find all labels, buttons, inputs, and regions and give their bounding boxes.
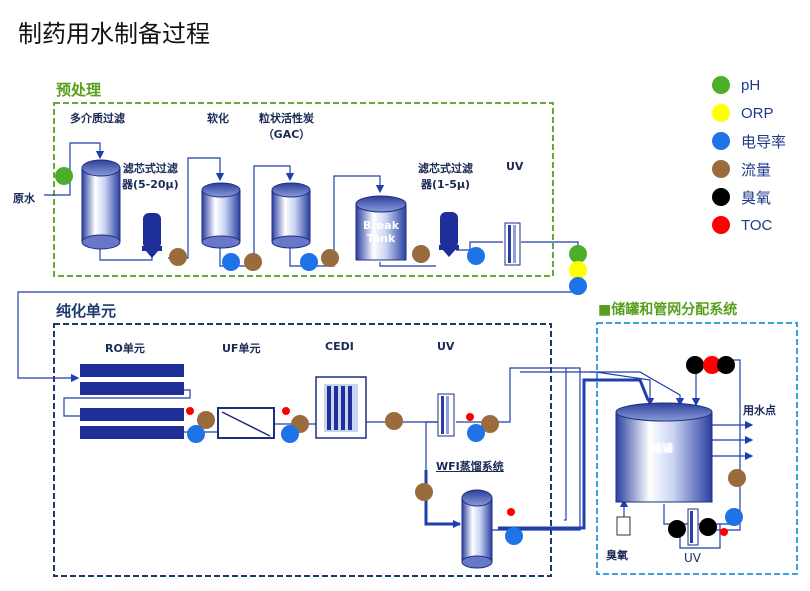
- toc-sensor: [466, 413, 474, 421]
- supply-line-main: [498, 378, 650, 530]
- flow-sensor: [169, 248, 187, 266]
- flow-sensor: [197, 411, 215, 429]
- label-softening: 软化: [207, 112, 229, 125]
- storage-tank-vessel: [615, 402, 713, 503]
- legend-dot-icon: [712, 188, 730, 206]
- label-use-point: 用水点: [743, 404, 776, 417]
- pretreatment-border: [53, 102, 554, 277]
- ozone-sensor: [668, 520, 686, 538]
- flow-sensor: [481, 415, 499, 433]
- storage-border: [596, 322, 798, 575]
- flow-sensor: [385, 412, 403, 430]
- label-uf: UF单元: [222, 342, 261, 355]
- legend-label: ORP: [741, 104, 774, 122]
- uv-pur-unit: [437, 393, 455, 437]
- label-uv-pur: UV: [437, 340, 455, 353]
- label-cartridge-1: 滤芯式过滤 器(5-20μ): [122, 162, 179, 191]
- ozone-sensor: [686, 356, 704, 374]
- break-tank-vessel: [355, 195, 407, 261]
- orp-sensor: [569, 261, 587, 279]
- gac-vessel: [271, 182, 311, 249]
- cartridge-filter-1-vessel: [142, 213, 162, 258]
- multimedia-filter-vessel: [81, 159, 121, 250]
- ph-sensor-raw: [55, 167, 73, 185]
- legend: pH ORP 电导率流量臭氧 TOC: [712, 71, 786, 239]
- legend-dot-icon: [712, 216, 730, 234]
- page-title: 制药用水制备过程: [18, 20, 210, 48]
- uf-unit: [217, 407, 275, 439]
- label-ro: RO单元: [105, 342, 145, 355]
- label-wfi: WFI蒸馏系统: [436, 460, 504, 473]
- label-cartridge-2: 滤芯式过滤 器(1-5μ): [418, 162, 473, 191]
- flow-sensor: [244, 253, 262, 271]
- cedi-unit: [315, 376, 367, 439]
- toc-sensor: [282, 407, 290, 415]
- legend-item: pH: [712, 71, 786, 99]
- flow-sensor: [412, 245, 430, 263]
- flow-sensor: [415, 483, 433, 501]
- softener-vessel: [201, 182, 241, 249]
- label-cedi: CEDI: [325, 340, 354, 353]
- toc-sensor: [720, 528, 728, 536]
- conductivity-sensor: [505, 527, 523, 545]
- label-break-tank: Break Tank: [363, 219, 400, 245]
- wfi-still-vessel: [461, 489, 493, 569]
- flow-sensor: [321, 249, 339, 267]
- purification-piping: [63, 367, 685, 531]
- legend-label: pH: [741, 76, 761, 94]
- legend-label: TOC: [741, 216, 773, 234]
- flow-sensor: [728, 469, 746, 487]
- conductivity-sensor: [467, 424, 485, 442]
- ozone-generator: [616, 516, 631, 536]
- uv-pre-unit: [504, 222, 521, 266]
- ozone-sensor: [717, 356, 735, 374]
- conductivity-sensor: [725, 508, 743, 526]
- ph-sensor: [569, 245, 587, 263]
- legend-dot-icon: [712, 132, 730, 150]
- toc-sensor: [507, 508, 515, 516]
- label-multimedia: 多介质过滤: [70, 112, 125, 125]
- conductivity-sensor: [300, 253, 318, 271]
- conductivity-sensor: [467, 247, 485, 265]
- ro-membranes: [80, 364, 184, 439]
- legend-item: 流量: [712, 155, 786, 183]
- label-gac: 粒状活性炭 （GAC）: [259, 112, 314, 141]
- legend-item: 电导率: [712, 127, 786, 155]
- section-pretreatment: 预处理: [56, 81, 102, 99]
- legend-item: 臭氧: [712, 183, 786, 211]
- label-raw-water: 原水: [13, 192, 35, 205]
- conductivity-sensor: [281, 425, 299, 443]
- conductivity-sensor: [222, 253, 240, 271]
- purification-border: [53, 323, 552, 577]
- toc-sensor: [186, 407, 194, 415]
- legend-item: ORP: [712, 99, 786, 127]
- section-purification: 纯化单元: [56, 302, 117, 320]
- conductivity-sensor: [187, 425, 205, 443]
- legend-label: 臭氧: [741, 189, 772, 207]
- legend-dot-icon: [712, 104, 730, 122]
- toc-sensor: [703, 356, 721, 374]
- label-uv-pre: UV: [506, 160, 524, 173]
- label-uv-store: UV: [684, 551, 701, 565]
- cartridge-filter-2-vessel: [439, 212, 459, 257]
- legend-label: 流量: [741, 161, 772, 179]
- label-tank: 储罐: [651, 442, 673, 455]
- legend-dot-icon: [712, 160, 730, 178]
- conductivity-sensor: [569, 277, 587, 295]
- label-ozone: 臭氧: [606, 549, 628, 562]
- pretreatment-piping: [17, 142, 579, 383]
- legend-dot-icon: [712, 76, 730, 94]
- section-storage: ■储罐和管网分配系统: [598, 302, 738, 318]
- legend-item: TOC: [712, 211, 786, 239]
- uv-store-unit: [687, 508, 699, 546]
- legend-label: 电导率: [741, 133, 787, 151]
- ozone-sensor: [699, 518, 717, 536]
